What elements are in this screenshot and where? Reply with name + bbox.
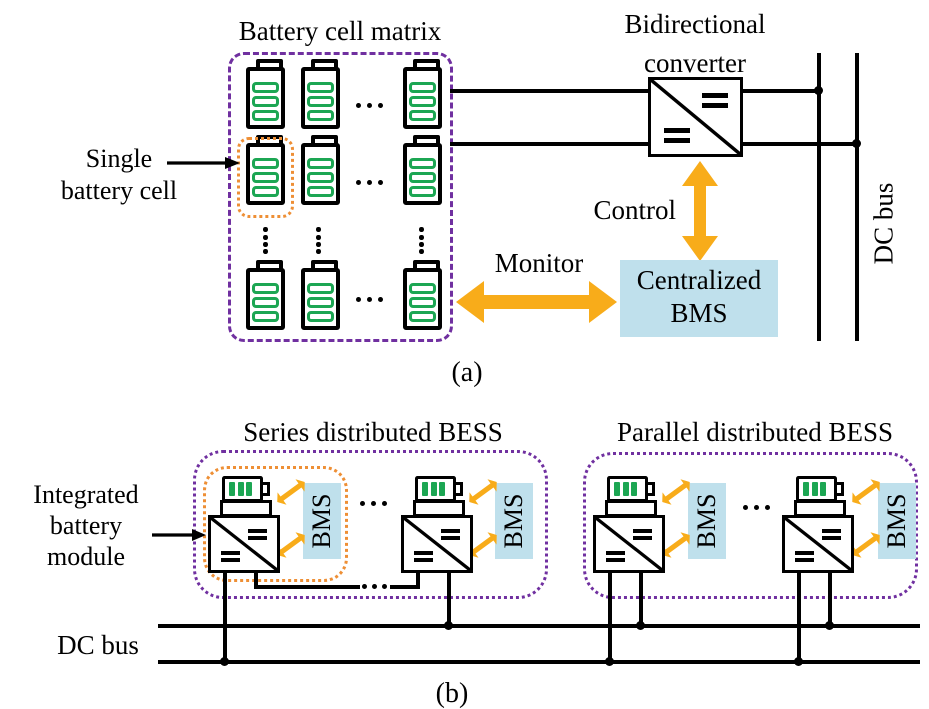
junction-dot	[852, 139, 861, 148]
parallel-bess-box	[583, 452, 918, 599]
series-bess-title: Series distributed BESS	[243, 417, 503, 447]
junction-dot	[814, 86, 823, 95]
battery-matrix-title: Battery cell matrix	[238, 16, 442, 46]
converter-icon	[593, 515, 665, 573]
battery-icon	[607, 476, 648, 502]
converter-icon	[208, 515, 280, 573]
junction-dot	[444, 621, 453, 630]
series-link-wire	[390, 585, 420, 589]
pointer-arrow	[167, 157, 240, 169]
comm-arrow	[658, 529, 695, 562]
battery-icon	[415, 476, 456, 502]
parallel-bess-title: Parallel distributed BESS	[617, 417, 893, 447]
single-cell-highlight-box	[237, 137, 294, 218]
comm-arrow	[465, 529, 502, 562]
wire	[447, 573, 451, 626]
series-link-wire	[254, 585, 360, 589]
monitor-label: Monitor	[494, 248, 584, 278]
comm-arrow	[273, 529, 310, 562]
comm-arrow	[848, 476, 885, 509]
monitor-arrow	[456, 281, 617, 323]
comm-arrow	[848, 529, 885, 562]
integrated-module-label: Integrated battery module	[33, 480, 139, 571]
bms-box: BMS	[878, 483, 916, 559]
battery-matrix-box	[228, 52, 453, 342]
bms-box: BMS	[303, 483, 341, 559]
junction-dot	[636, 621, 645, 630]
battery-icon	[222, 476, 263, 502]
caption-a: (a)	[451, 357, 483, 388]
wire	[608, 573, 612, 662]
wire	[639, 573, 643, 626]
junction-dot	[825, 621, 834, 630]
dc-bus-line	[817, 53, 821, 341]
control-arrow	[682, 161, 718, 261]
single-cell-label: Single battery cell	[60, 144, 178, 205]
junction-dot	[605, 657, 614, 666]
caption-b: (b)	[435, 678, 469, 709]
integrated-battery-module	[208, 472, 280, 574]
dc-bus-line	[855, 53, 859, 341]
integrated-battery-module	[593, 472, 665, 574]
control-label: Control	[593, 195, 676, 225]
wire	[450, 89, 648, 93]
battery-icon	[796, 476, 837, 502]
wire	[254, 573, 258, 589]
centralized-bms-box: Centralized BMS	[620, 260, 778, 337]
integrated-battery-module	[782, 472, 854, 574]
dc-bus-line	[158, 624, 920, 628]
integrated-battery-module	[401, 472, 473, 574]
centralized-bms-label: Centralized BMS	[636, 265, 762, 328]
bidirectional-converter-title: Bidirectional converter	[624, 9, 766, 78]
dc-bus-line	[158, 660, 920, 664]
bidirectional-converter-icon	[648, 77, 743, 157]
wire	[450, 142, 648, 146]
junction-dot	[794, 657, 803, 666]
converter-icon	[782, 515, 854, 573]
dc-symbol	[702, 93, 728, 108]
comm-arrow	[465, 476, 502, 509]
comm-arrow	[273, 476, 310, 509]
comm-arrow	[658, 476, 695, 509]
integrated-module-highlight-box	[203, 466, 348, 582]
dc-bus-label-a: DC bus	[868, 182, 899, 265]
bms-box: BMS	[688, 483, 726, 559]
dc-symbol	[664, 128, 690, 143]
wire	[741, 142, 857, 146]
junction-dot	[220, 657, 229, 666]
converter-icon	[401, 515, 473, 573]
wire	[828, 573, 832, 626]
wire	[416, 573, 420, 589]
series-bess-box	[193, 450, 548, 599]
wire	[223, 573, 227, 662]
pointer-arrow	[152, 529, 206, 541]
bms-box: BMS	[495, 483, 533, 559]
wire	[741, 89, 819, 93]
wire	[797, 573, 801, 662]
dc-bus-label-b: DC bus	[57, 630, 139, 660]
